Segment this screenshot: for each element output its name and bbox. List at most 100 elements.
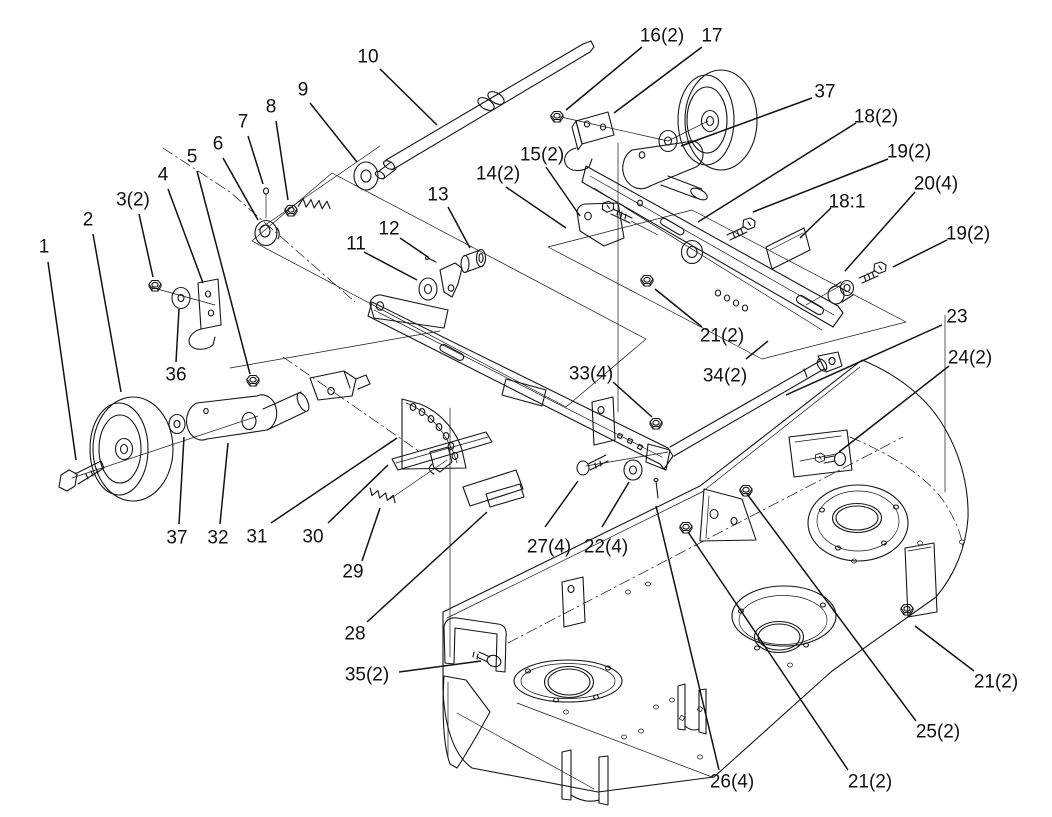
- callout-label-23-26: 23: [946, 307, 967, 328]
- link-12: [439, 262, 463, 298]
- leader-line-29-33: [361, 507, 381, 562]
- callout-label-20(4)-20: 20(4): [914, 174, 958, 195]
- callout-label-35(2)-35: 35(2): [345, 665, 389, 686]
- nut-33: [649, 417, 663, 430]
- callout-label-21(2)-41: 21(2): [974, 672, 1018, 693]
- callout-label-26(4)-38: 26(4): [710, 772, 754, 793]
- callout-label-17-16: 17: [701, 26, 722, 47]
- leader-line-28-34: [366, 511, 488, 623]
- callout-label-13-12: 13: [427, 185, 448, 206]
- callout-label-8-7: 8: [266, 97, 277, 118]
- leader-line-22(4)-37: [601, 481, 630, 528]
- height-arm-34: [367, 301, 674, 471]
- clevis-13: [460, 248, 487, 274]
- deck-bracket-right-small: [677, 683, 707, 735]
- callout-label-5-4: 5: [187, 147, 198, 168]
- bellcrank-yoke: [309, 370, 371, 401]
- leader-line-2-1: [92, 233, 122, 393]
- callout-label-4-3: 4: [158, 165, 169, 186]
- bracket-24: [788, 429, 853, 478]
- leader-line-11-10: [363, 251, 418, 281]
- leader-line-18(2)-18: [697, 122, 857, 223]
- callout-label-6-5: 6: [213, 134, 224, 155]
- leader-line-17-16: [613, 46, 703, 114]
- leader-line-19(2)-22: [892, 239, 948, 268]
- bracket-35: [443, 617, 507, 673]
- callout-label-21(2)-39: 21(2): [848, 772, 892, 793]
- assembly-axes: [71, 116, 846, 500]
- hanger-plate-14-low: [369, 294, 449, 329]
- bolt-1: [58, 460, 105, 492]
- deck-tab-upper: [591, 396, 616, 446]
- leader-line-4-3: [167, 188, 204, 284]
- callout-layer: 123(2)4567891011121314(2)15(2)16(2)17371…: [39, 26, 1018, 793]
- deck-spindle-left: [513, 659, 623, 703]
- nut-21-middle: [679, 521, 693, 534]
- leader-line-8-7: [275, 120, 289, 201]
- callout-label-15(2)-14: 15(2): [520, 145, 564, 166]
- gauge-wheel-top: [677, 69, 758, 171]
- callout-label-28-34: 28: [344, 624, 365, 645]
- callout-label-11-10: 11: [346, 234, 366, 255]
- leader-line-5-4: [196, 170, 251, 375]
- hanger-plate-14-top: [576, 202, 625, 247]
- decal-28: [462, 469, 525, 508]
- callout-label-24(2)-27: 24(2): [948, 348, 992, 369]
- callout-label-1-0: 1: [39, 237, 50, 258]
- gauge-wheel-left: [89, 396, 174, 502]
- bracket-4: [188, 278, 222, 350]
- ghost-planes: [229, 142, 946, 658]
- leader-line-21(2)-41: [914, 625, 975, 672]
- leader-line-27(4)-36: [544, 480, 579, 528]
- leader-line-20(4)-20: [844, 191, 916, 272]
- callout-label-21(2)-23: 21(2): [700, 326, 744, 347]
- leader-line-24(2)-27: [838, 365, 950, 453]
- leader-line-30-32: [327, 464, 389, 524]
- callout-label-18(2)-18: 18(2): [854, 107, 898, 128]
- nut-3: [148, 279, 162, 292]
- callout-label-34(2)-25: 34(2): [703, 366, 747, 387]
- leader-line-32-30: [219, 442, 229, 525]
- nut-21-right: [900, 603, 914, 616]
- collar-6: [254, 219, 280, 247]
- leader-line-13-12: [447, 206, 471, 249]
- deck-plate-right: [904, 542, 938, 618]
- callout-label-37-17: 37: [814, 82, 835, 103]
- leader-line-36-28: [175, 308, 180, 363]
- leader-line-37-29: [178, 436, 185, 525]
- leader-line-34(2)-25: [745, 340, 769, 360]
- leader-line-23-26: [785, 324, 943, 396]
- callout-label-22(4)-37: 22(4): [584, 537, 628, 558]
- deck-bracket-bottom-middle: [561, 749, 609, 806]
- leader-line-21(2)-23: [654, 288, 703, 328]
- caster-arm-32: [186, 391, 310, 441]
- center-lines: [162, 147, 964, 644]
- deck-spindle-right: [807, 484, 909, 562]
- callout-label-3(2)-2: 3(2): [116, 190, 150, 211]
- bolt-19-upper: [726, 217, 756, 241]
- deck-spindle-middle: [731, 585, 837, 654]
- leader-line-15(2)-14: [545, 166, 581, 217]
- leader-line-12-11: [399, 237, 429, 258]
- washer-37-left: [168, 413, 186, 435]
- washer-36: [171, 286, 191, 310]
- callout-label-19(2)-19: 19(2): [887, 142, 931, 163]
- callout-label-10-9: 10: [357, 47, 378, 68]
- shaft-10: [374, 40, 595, 180]
- deck-small-holes: [563, 539, 965, 760]
- bolt-15: [601, 200, 633, 224]
- leader-line-1-0: [47, 261, 77, 461]
- callout-label-30-32: 30: [302, 527, 323, 548]
- washer-9: [353, 161, 379, 191]
- gusset-bracket-25: [699, 488, 757, 542]
- pin-26: [653, 477, 659, 499]
- callout-label-29-33: 29: [342, 562, 363, 583]
- callout-label-36-28: 36: [165, 365, 186, 386]
- leader-line-16(2)-15: [565, 46, 643, 111]
- leader-line-35(2)-35: [398, 660, 482, 673]
- callout-label-12-11: 12: [378, 219, 399, 240]
- nut-25: [739, 484, 753, 497]
- bolt-19-lower: [858, 261, 887, 284]
- leader-line-10-9: [379, 68, 438, 126]
- leader-line-3(2)-2: [138, 213, 154, 278]
